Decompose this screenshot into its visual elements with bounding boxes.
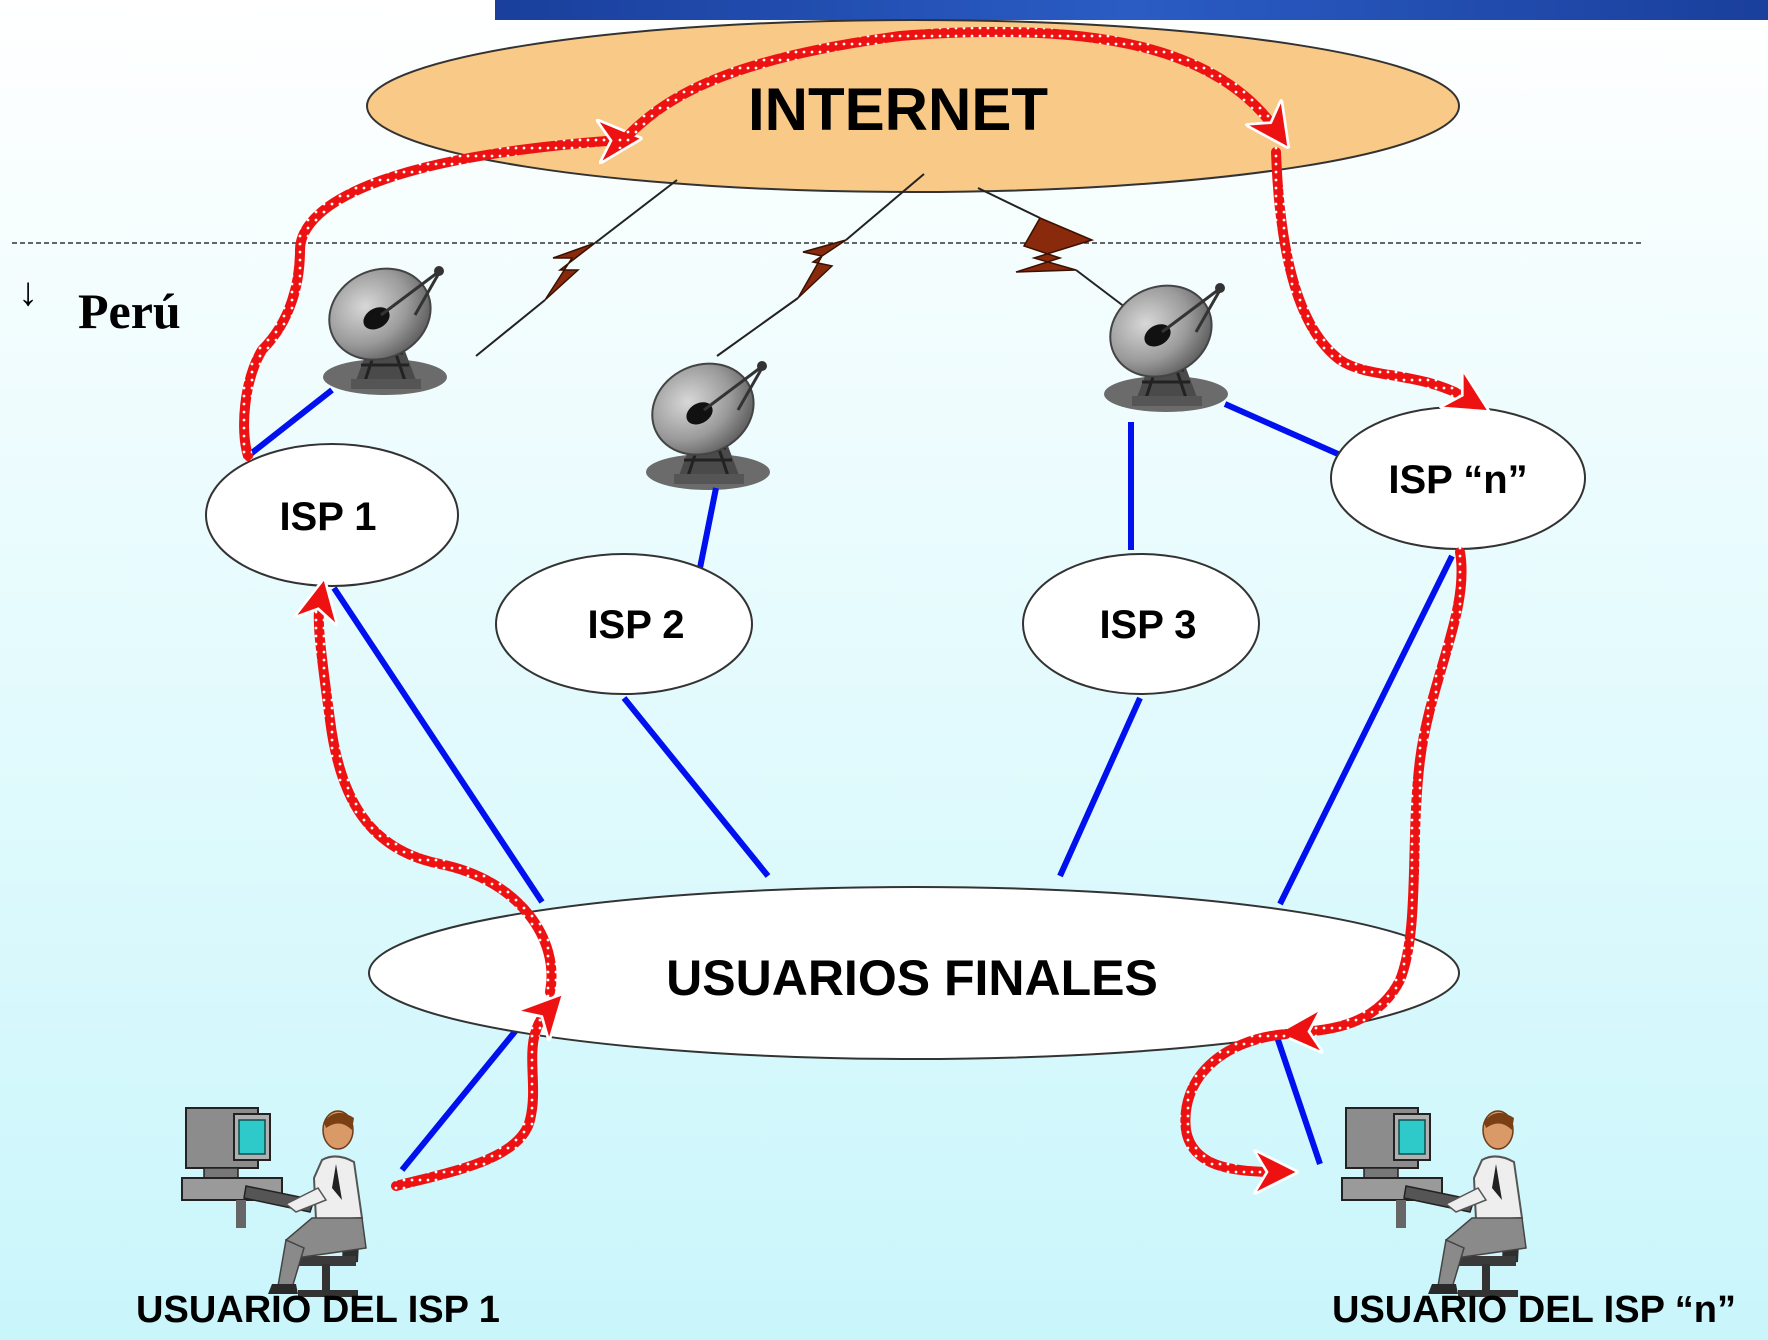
- down-arrow-icon: ↓: [18, 269, 38, 314]
- end-users-cloud: [368, 886, 1460, 1060]
- lightning-bolt-icon: [716, 173, 925, 357]
- end-users-label: USUARIOS FINALES: [666, 950, 1158, 1006]
- isp-node-3: ISP 3: [1022, 553, 1260, 695]
- isp-label: ISP 1: [279, 495, 376, 539]
- data-path: [239, 26, 1470, 1186]
- network-links: [246, 387, 1455, 1172]
- header-band: [495, 0, 1768, 20]
- region-label: Perú: [78, 283, 181, 339]
- isp-label: ISP 3: [1099, 603, 1196, 647]
- isp-node-1: ISP 1: [205, 443, 459, 587]
- isp-label: ISP 2: [587, 603, 684, 647]
- lightning-bolt-icon: [475, 179, 678, 357]
- user-isp1-label: USUARIO DEL ISP 1: [136, 1289, 500, 1331]
- user-ispn-label: USUARIO DEL ISP “n”: [1332, 1289, 1736, 1331]
- isp-node-2: ISP 2: [495, 553, 753, 695]
- isp-label: ISP “n”: [1388, 458, 1527, 502]
- internet-label: INTERNET: [748, 76, 1048, 143]
- isp-node-n: ISP “n”: [1330, 406, 1586, 550]
